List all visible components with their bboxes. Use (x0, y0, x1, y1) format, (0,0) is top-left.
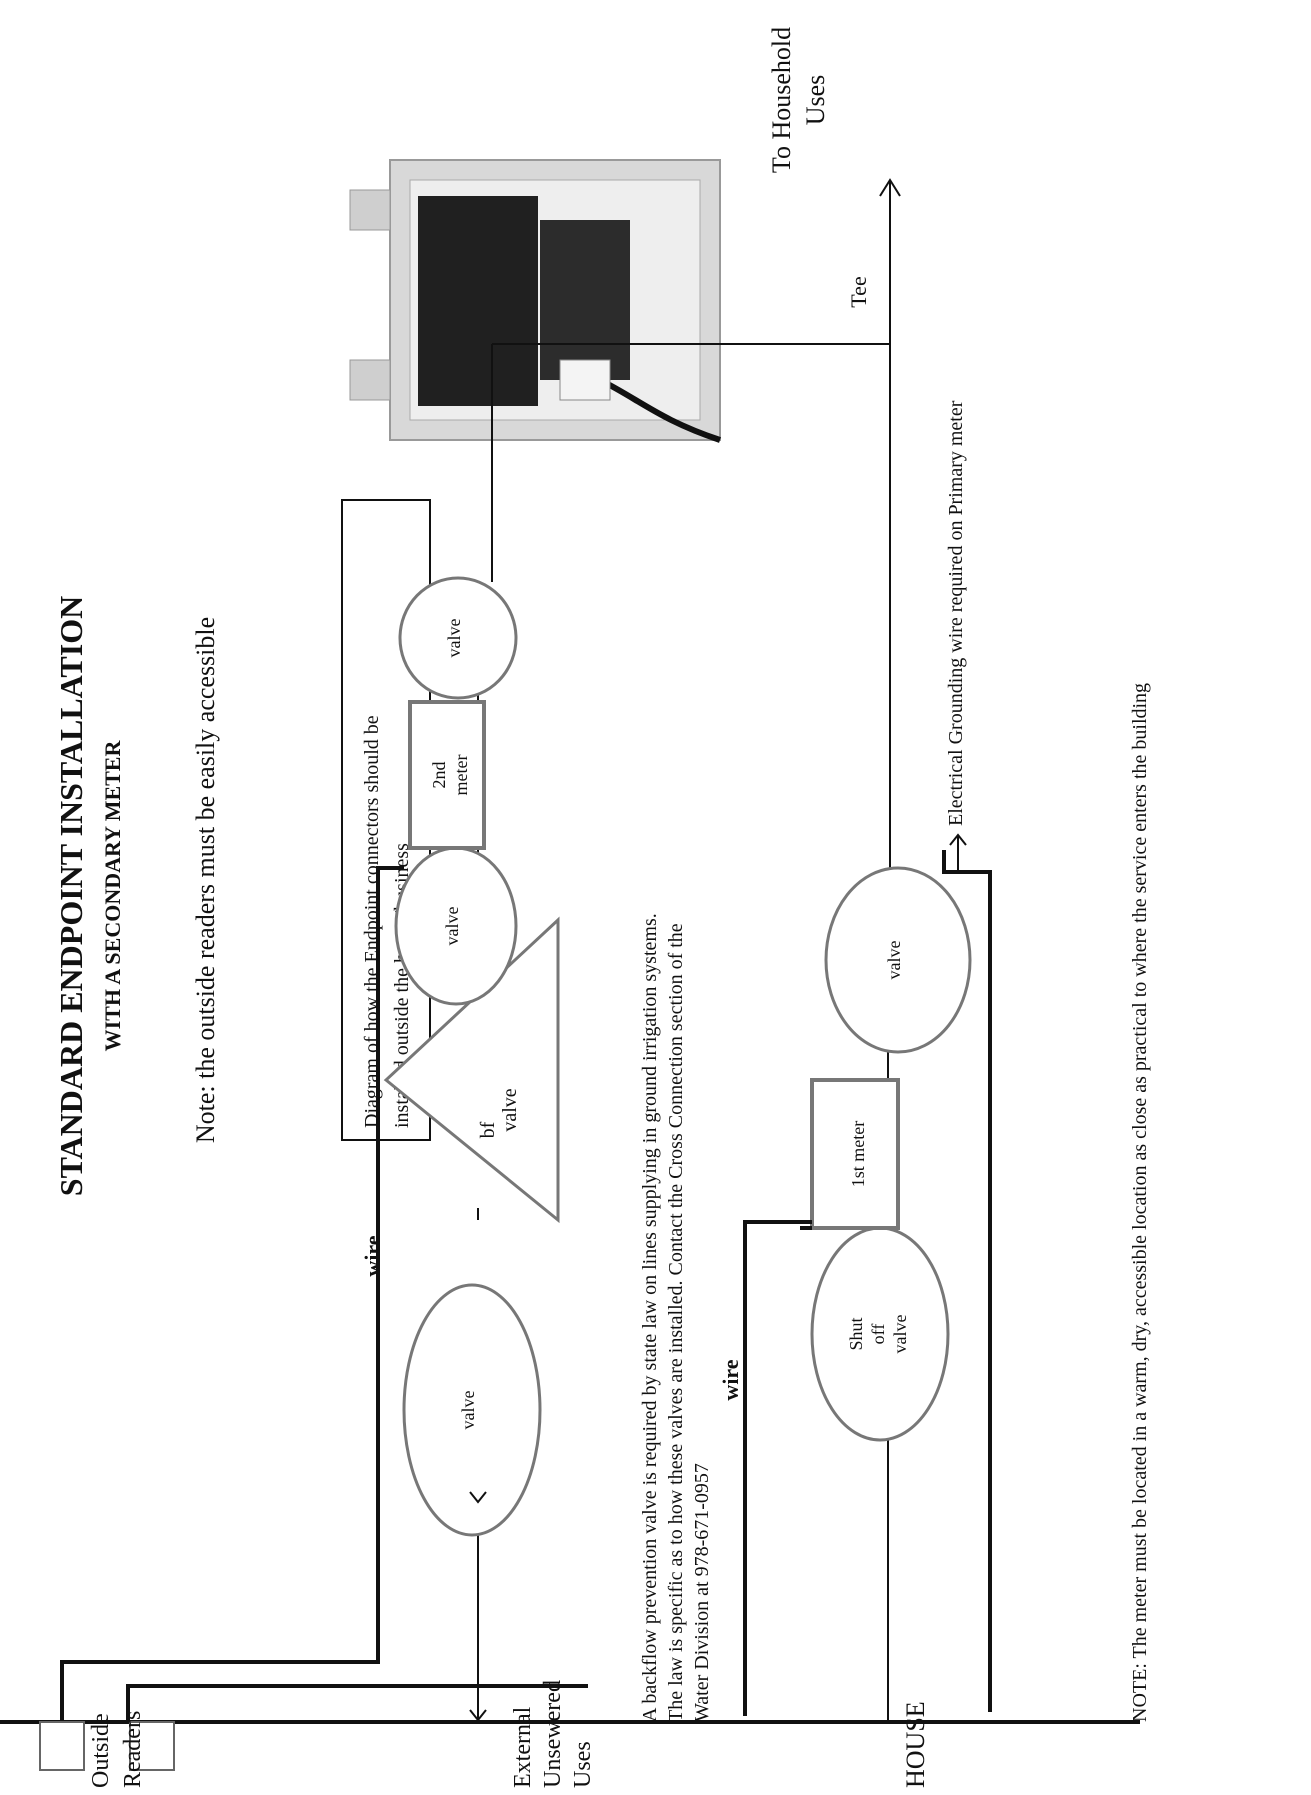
outside-reader-1 (39, 1721, 85, 1771)
valve-lower (824, 866, 972, 1054)
outside-reader-2 (129, 1721, 175, 1771)
upper-pipe (477, 343, 890, 1720)
shutoff-line1: Shut (846, 1317, 866, 1350)
wire-reader-2 (126, 1684, 588, 1720)
valve-upper-2-label: valve (442, 907, 462, 946)
first-meter-label: 1st meter (848, 1121, 868, 1187)
external-line2: Unsewered (540, 1680, 566, 1788)
backflow-line3: Water Division at 978-671-0957 (691, 1463, 713, 1722)
household-line2: Uses (801, 75, 830, 126)
house-label: HOUSE (901, 1701, 930, 1788)
valve-lower-label: valve (884, 941, 904, 980)
valve-upper-3 (398, 576, 518, 700)
valve-upper-1-label: valve (458, 1391, 478, 1430)
external-line1: External (510, 1706, 536, 1788)
household-line1: To Household (767, 27, 796, 173)
shutoff-line3: valve (890, 1315, 910, 1354)
valve-upper-1 (402, 1283, 542, 1537)
diagram-title: STANDARD ENDPOINT INSTALLATION (53, 596, 89, 1196)
grounding-wire (942, 850, 992, 1712)
second-meter-line1: 2nd (429, 762, 449, 789)
tee-label: Tee (846, 276, 871, 307)
backflow-line2: The law is specific as to how these valv… (665, 923, 687, 1722)
note-readers: Note: the outside readers must be easily… (191, 617, 220, 1143)
diagram-subtitle: WITH A SECONDARY METER (100, 740, 125, 1052)
second-meter (408, 700, 486, 850)
wire-label-upper: wire (360, 1235, 385, 1276)
grounding-label: Electrical Grounding wire required on Pr… (945, 400, 967, 826)
wire-upper (60, 866, 404, 1720)
outside-readers-line1: Outside (88, 1713, 114, 1788)
backflow-line1: A backflow prevention valve is required … (639, 913, 661, 1722)
wire-label-lower: wire (718, 1359, 743, 1400)
bf-valve-line2: valve (499, 1088, 521, 1131)
external-line3: Uses (570, 1741, 596, 1788)
outside-readers-line2: Readers (120, 1711, 146, 1788)
first-meter (810, 1078, 900, 1230)
bottom-note: NOTE: The meter must be located in a war… (1129, 683, 1151, 1722)
valve-upper-3-label: valve (444, 619, 464, 658)
second-meter-line2: meter (451, 755, 471, 796)
shutoff-line2: off (868, 1324, 888, 1345)
grounding-arrow (949, 833, 967, 846)
bf-valve-line1: bf (477, 1121, 499, 1138)
endpoint-photo (349, 159, 721, 443)
wire-lower (743, 1220, 812, 1716)
